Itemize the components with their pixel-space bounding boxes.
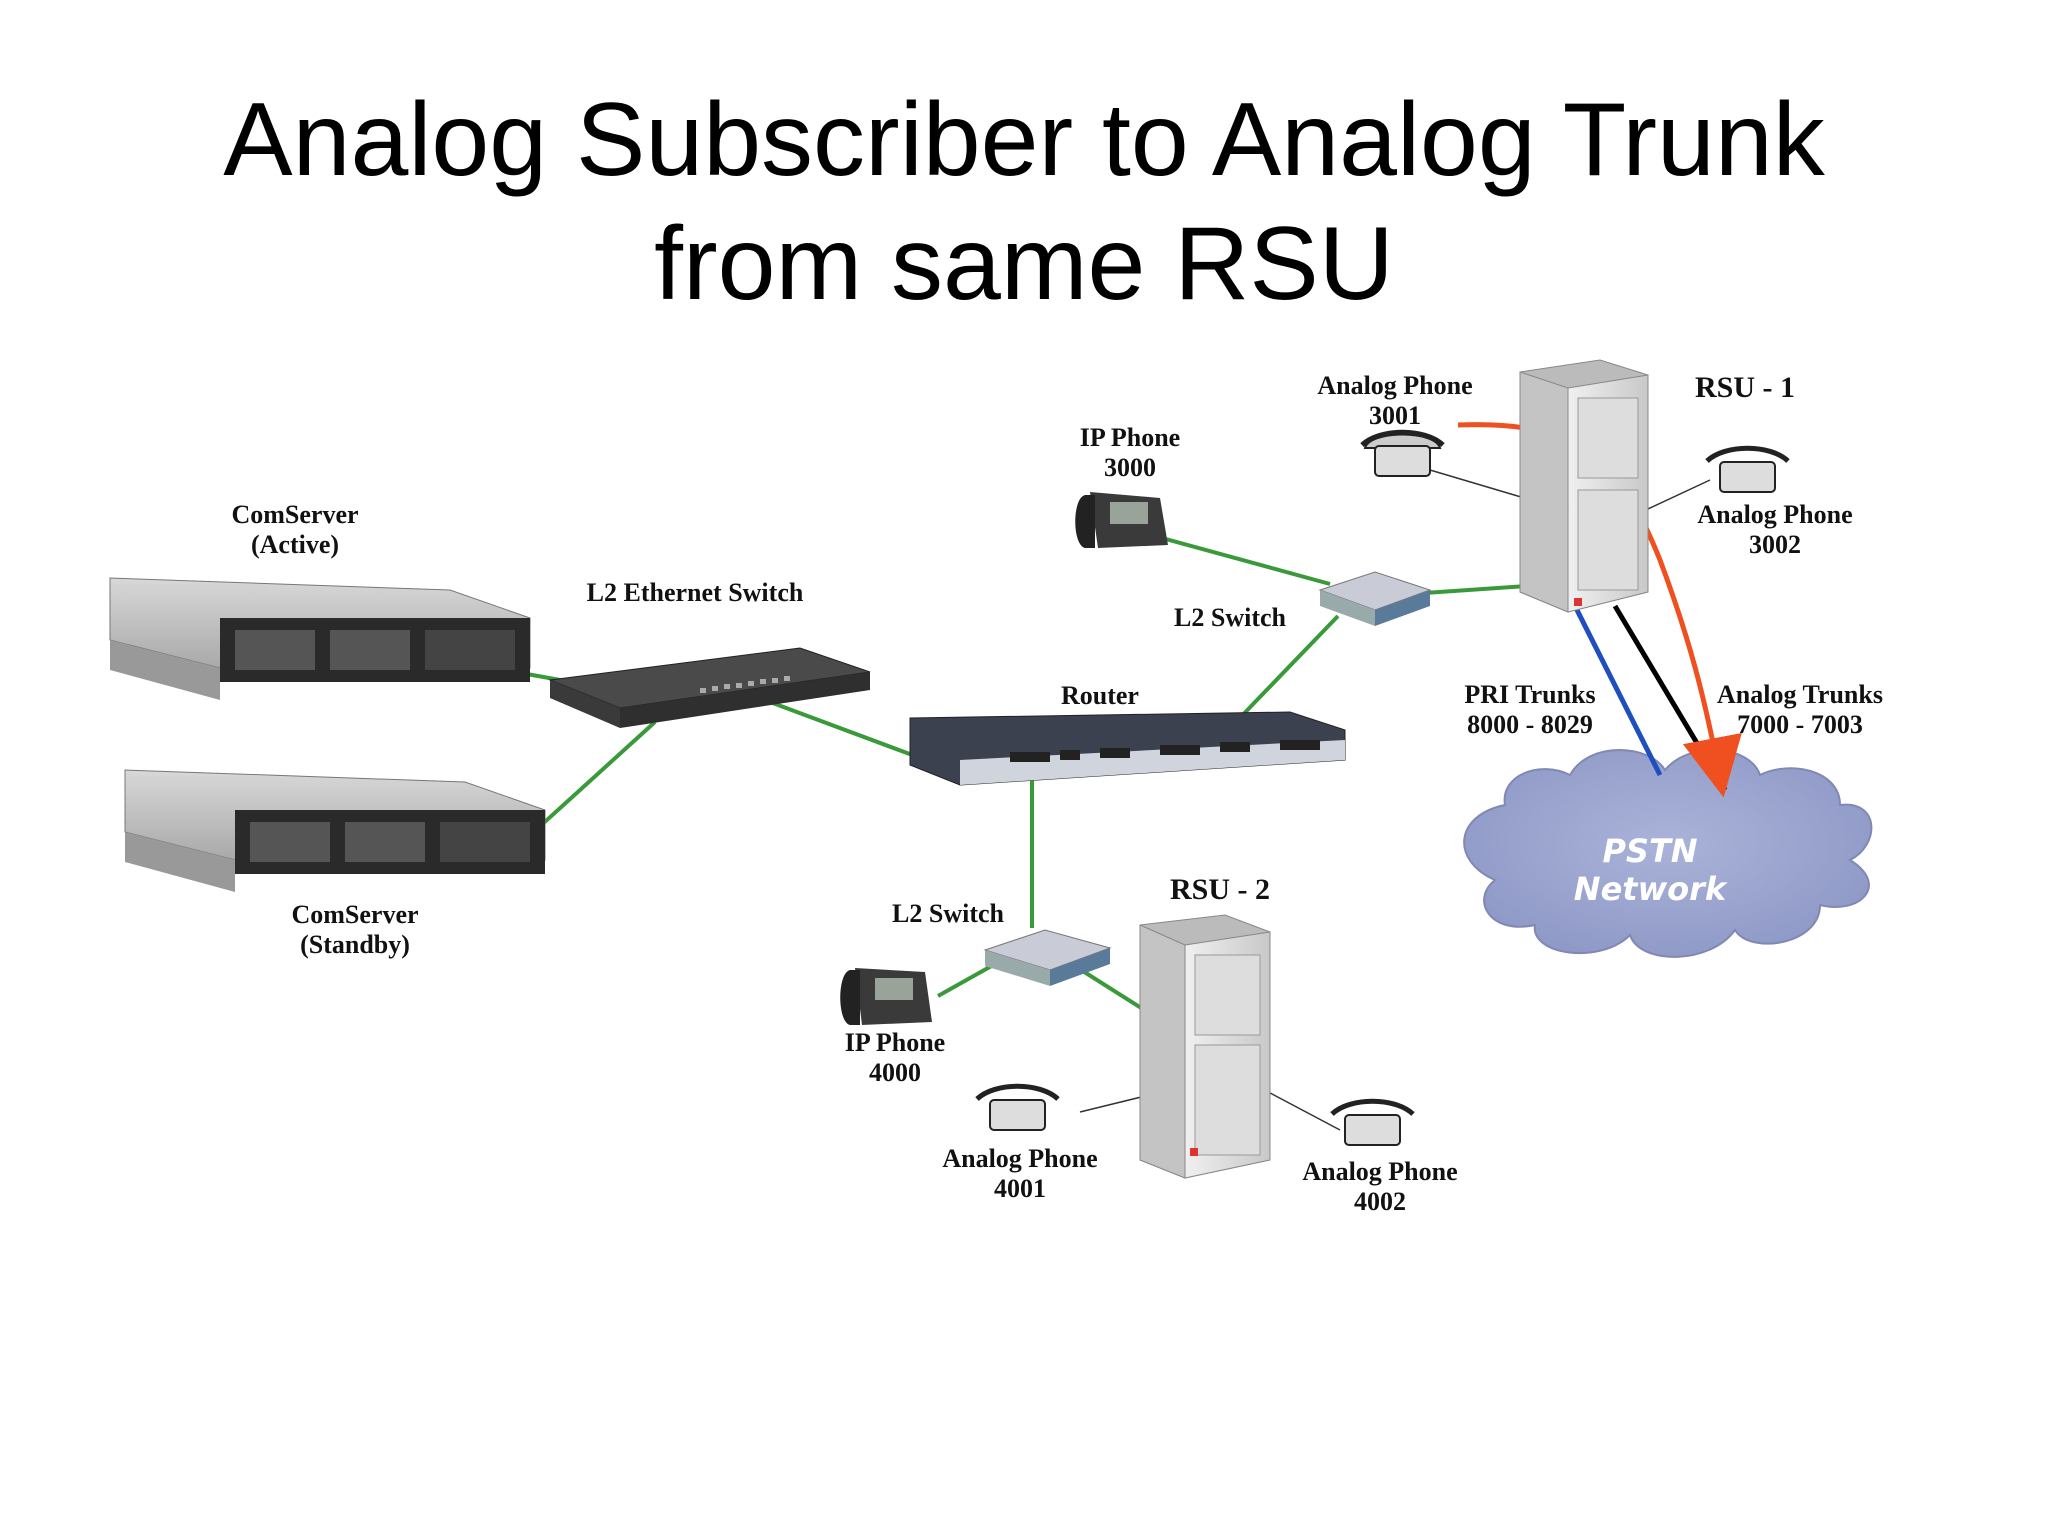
analog-phone-4001-icon bbox=[975, 1083, 1060, 1131]
analog-phone-4002-icon bbox=[1330, 1098, 1415, 1146]
rsu-1-cabinet-icon bbox=[1519, 359, 1649, 613]
analog-phone-4001-label: Analog Phone 4001 bbox=[942, 1144, 1098, 1203]
analog-phone-3002-icon bbox=[1705, 445, 1790, 493]
l2-switch-top-icon bbox=[1318, 571, 1432, 626]
l2-switch-bottom-label: L2 Switch bbox=[892, 899, 1004, 928]
rsu-2-cabinet-icon bbox=[1139, 914, 1271, 1179]
analog-phone-3001-icon bbox=[1360, 429, 1445, 477]
comserver-standby-label: ComServer (Standby) bbox=[291, 900, 419, 959]
comserver-standby-icon bbox=[124, 769, 546, 892]
analog-phone-3001-label: Analog Phone 3001 bbox=[1317, 371, 1473, 430]
link-ipphone3000-to-switch bbox=[1139, 530, 1331, 586]
rsu-2-label: RSU - 2 bbox=[1169, 873, 1270, 906]
slide-title: Analog Subscriber to Analog Trunk from s… bbox=[0, 78, 2048, 326]
ip-phone-3000-label: IP Phone 3000 bbox=[1079, 423, 1181, 482]
comserver-active-label: ComServer (Active) bbox=[231, 500, 359, 559]
analog-phone-3002-label: Analog Phone 3002 bbox=[1697, 500, 1853, 559]
title-line-1: Analog Subscriber to Analog Trunk bbox=[223, 82, 1825, 198]
l2-switch-bottom-icon bbox=[983, 929, 1112, 986]
pstn-cloud-icon bbox=[1463, 749, 1873, 958]
ip-phone-4000-label: IP Phone 4000 bbox=[844, 1028, 946, 1087]
l2-switch-top-label: L2 Switch bbox=[1174, 603, 1286, 632]
ip-phone-3000-icon bbox=[1075, 492, 1168, 548]
router-label: Router bbox=[1061, 681, 1139, 710]
pri-trunk-line bbox=[1572, 604, 1663, 777]
ip-phone-4000-icon bbox=[840, 968, 932, 1025]
pri-trunks-label: PRI Trunks 8000 - 8029 bbox=[1464, 680, 1596, 739]
router-icon bbox=[909, 711, 1346, 786]
analog-trunks-label: Analog Trunks 7000 - 7003 bbox=[1717, 680, 1883, 739]
link-ipphone4000-to-switch bbox=[937, 962, 996, 998]
pstn-network-label: PSTN Network bbox=[1573, 832, 1727, 908]
analog-phone-4002-label: Analog Phone 4002 bbox=[1302, 1157, 1458, 1216]
l2-ethernet-switch-icon bbox=[548, 647, 871, 728]
rsu-1-label: RSU - 1 bbox=[1694, 371, 1795, 404]
title-line-2: from same RSU bbox=[654, 206, 1394, 322]
l2-ethernet-switch-label: L2 Ethernet Switch bbox=[586, 578, 804, 607]
comserver-active-icon bbox=[109, 577, 531, 700]
